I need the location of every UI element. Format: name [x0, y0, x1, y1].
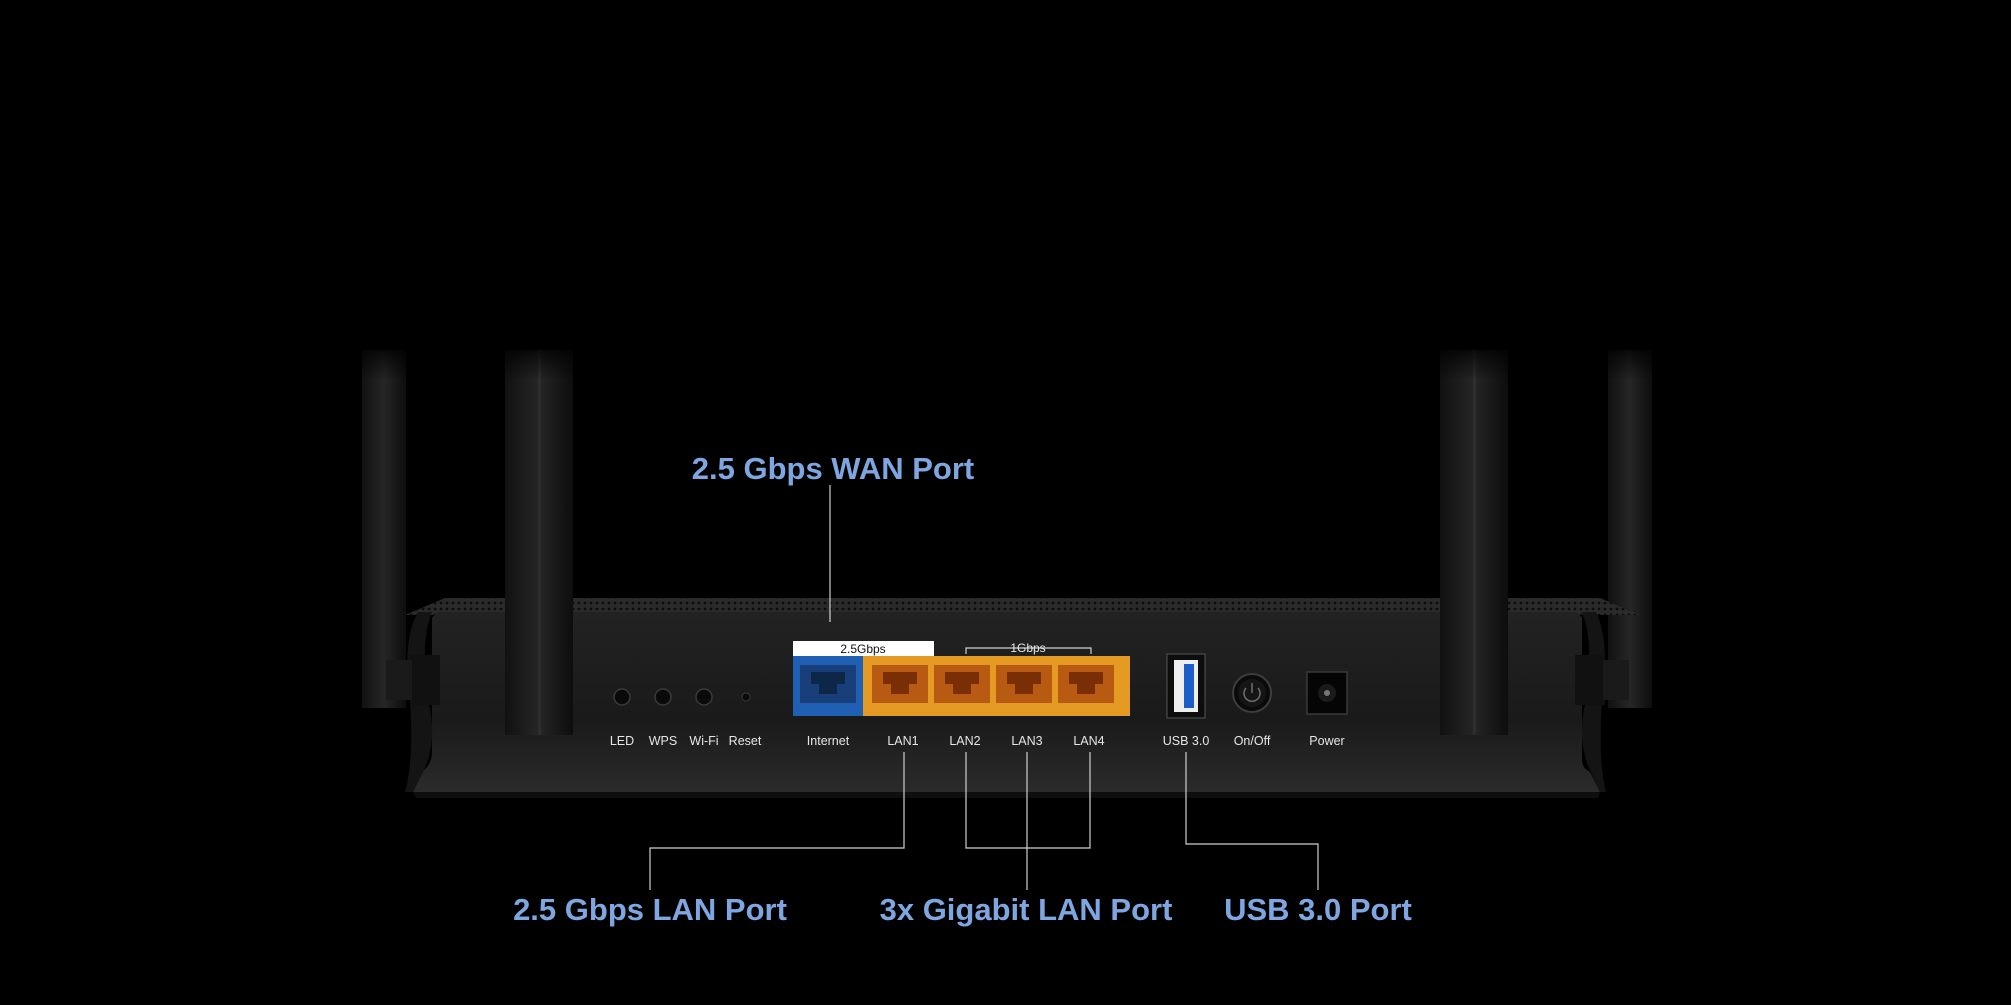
wifi-button	[695, 688, 713, 706]
usb-port-icon	[1166, 653, 1206, 719]
callout-lines	[649, 485, 1319, 890]
lan2-port-icon	[934, 665, 990, 703]
antenna-back-right	[1608, 350, 1652, 708]
power-jack-icon	[1306, 671, 1348, 715]
reset-pinhole	[741, 692, 751, 702]
reset-label: Reset	[729, 734, 762, 748]
vent-grille	[405, 598, 1640, 615]
wifi-label: Wi-Fi	[689, 734, 718, 748]
antenna-front-left	[386, 350, 573, 735]
internet-port-icon	[793, 656, 863, 716]
lan25-port-callout: 2.5 Gbps LAN Port	[513, 892, 787, 927]
usb-port-callout: USB 3.0 Port	[1224, 892, 1412, 927]
internet-label: Internet	[807, 734, 850, 748]
lan2-label: LAN2	[949, 734, 980, 748]
usb-label: USB 3.0	[1163, 734, 1210, 748]
wan-speed-label: 2.5Gbps	[840, 642, 885, 656]
wps-label: WPS	[649, 734, 677, 748]
lan3-label: LAN3	[1011, 734, 1042, 748]
power-label: Power	[1309, 734, 1344, 748]
power-symbol-icon	[1232, 673, 1272, 713]
wps-button	[654, 688, 672, 706]
lan1-port-icon	[872, 665, 928, 703]
usb-leader-line	[1185, 752, 1319, 890]
lan1-label: LAN1	[887, 734, 918, 748]
lan25-leader-line	[649, 752, 905, 890]
antenna-front-right	[1440, 350, 1629, 735]
led-button	[613, 688, 631, 706]
gigabit-bracket-line	[965, 752, 1091, 849]
led-label: LED	[610, 734, 634, 748]
lan-speed-label: 1Gbps	[1010, 641, 1045, 655]
lan3-port-icon	[996, 665, 1052, 703]
onoff-label: On/Off	[1234, 734, 1271, 748]
antenna-back-left	[362, 350, 406, 708]
lan4-label: LAN4	[1073, 734, 1104, 748]
gigabit-port-callout: 3x Gigabit LAN Port	[879, 892, 1173, 927]
wan-port-callout: 2.5 Gbps WAN Port	[691, 451, 975, 486]
lan4-port-icon	[1058, 665, 1114, 703]
